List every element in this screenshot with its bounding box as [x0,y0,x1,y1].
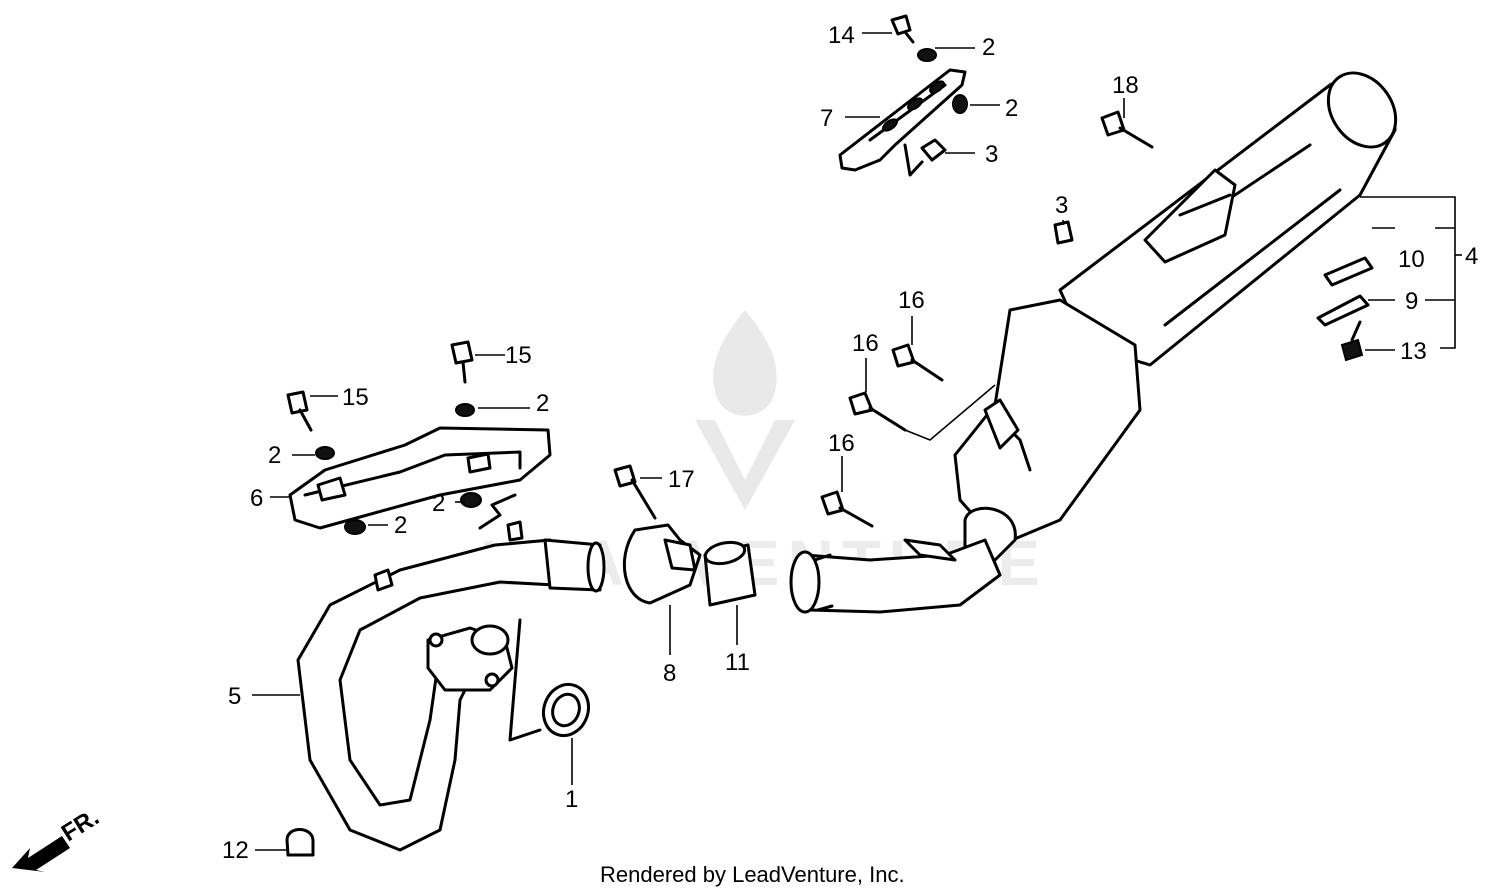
callout-8: 8 [663,660,676,687]
callout-12: 12 [222,837,249,864]
callout-15: 15 [342,384,369,411]
callout-2: 2 [394,512,407,539]
callout-18: 18 [1112,72,1139,99]
callout-17: 17 [668,466,695,493]
callout-2: 2 [536,390,549,417]
callout-3: 3 [1055,192,1068,219]
gasket [703,540,757,607]
callout-3: 3 [985,141,998,168]
callout-14: 14 [828,22,855,49]
callout-6: 6 [250,485,263,512]
callout-1: 1 [565,786,578,813]
muffler [953,71,1398,567]
callout-2: 2 [432,490,445,517]
leader-lines [252,32,1462,851]
callout-16: 16 [828,430,855,457]
front-direction-arrow: FR. [12,804,104,872]
exhaust-pipe [296,520,606,852]
clamp-band [622,523,702,605]
callout-labels: 14 2 2 3 7 18 3 4 10 9 13 16 16 16 17 15… [222,22,1478,864]
callout-11: 11 [725,649,750,676]
callout-13: 13 [1400,338,1427,365]
callout-2: 2 [982,34,995,61]
callout-15: 15 [505,342,532,369]
callout-2: 2 [268,442,281,469]
callout-5: 5 [228,683,241,710]
bracket-guard [838,68,967,177]
hardware [285,14,1374,857]
callout-2: 2 [1005,95,1018,122]
callout-4: 4 [1465,243,1478,270]
callout-9: 9 [1405,288,1418,315]
heat-guard [288,426,552,530]
callout-16: 16 [898,287,925,314]
muffler-pipe [789,538,1002,614]
seal-ring [508,618,591,742]
footer-credit: Rendered by LeadVenture, Inc. [600,862,905,887]
callout-10: 10 [1398,246,1425,273]
callout-16: 16 [852,330,879,357]
callout-7: 7 [820,105,833,132]
